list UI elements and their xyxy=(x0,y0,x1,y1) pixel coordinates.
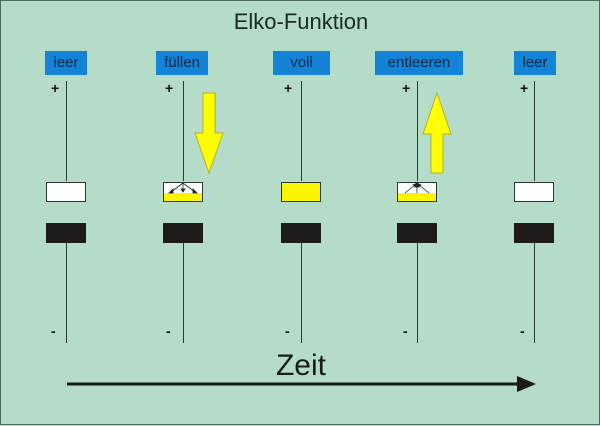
charge-fill xyxy=(164,192,202,201)
arrow-down-icon xyxy=(194,92,224,175)
plus-sign: + xyxy=(51,80,60,96)
plus-sign: + xyxy=(520,80,529,96)
capacitor-plate-bottom xyxy=(281,223,321,243)
field-arrows-icon xyxy=(168,182,198,194)
capacitor-plate-bottom xyxy=(163,223,203,243)
minus-sign: - xyxy=(51,323,56,339)
wire-bottom xyxy=(534,243,535,343)
wire-top xyxy=(183,81,184,181)
charge-fill xyxy=(398,192,436,201)
plus-sign: + xyxy=(165,80,174,96)
capacitor-plate-bottom xyxy=(46,223,86,243)
capacitor-plate-top xyxy=(46,182,86,202)
time-axis-label: Zeit xyxy=(275,349,326,382)
stage-label: voll xyxy=(273,51,330,75)
minus-sign: - xyxy=(285,323,290,339)
wire-top xyxy=(534,81,535,181)
arrow-up-icon xyxy=(422,91,452,174)
capacitor-plate-top xyxy=(514,182,554,202)
diagram-title: Elko-Funktion xyxy=(233,9,369,34)
stage-label: füllen xyxy=(156,51,208,75)
plus-sign: + xyxy=(402,80,411,96)
field-arrows-icon xyxy=(404,182,430,194)
wire-top xyxy=(66,81,67,181)
wire-bottom xyxy=(417,243,418,343)
capacitor-plate-bottom xyxy=(397,223,437,243)
wire-top xyxy=(417,81,418,181)
capacitor-plate-bottom xyxy=(514,223,554,243)
wire-top xyxy=(301,81,302,181)
plus-sign: + xyxy=(284,80,293,96)
minus-sign: - xyxy=(403,323,408,339)
wire-bottom xyxy=(301,243,302,343)
stage-label: leer xyxy=(514,51,556,75)
stage-label: entleeren xyxy=(375,51,463,75)
minus-sign: - xyxy=(520,323,525,339)
wire-bottom xyxy=(66,243,67,343)
arrow-right-icon xyxy=(517,376,536,392)
wire-bottom xyxy=(183,243,184,343)
stage-label: leer xyxy=(45,51,87,75)
minus-sign: - xyxy=(166,323,171,339)
capacitor-plate-top xyxy=(281,182,321,202)
charge-fill xyxy=(282,183,320,201)
